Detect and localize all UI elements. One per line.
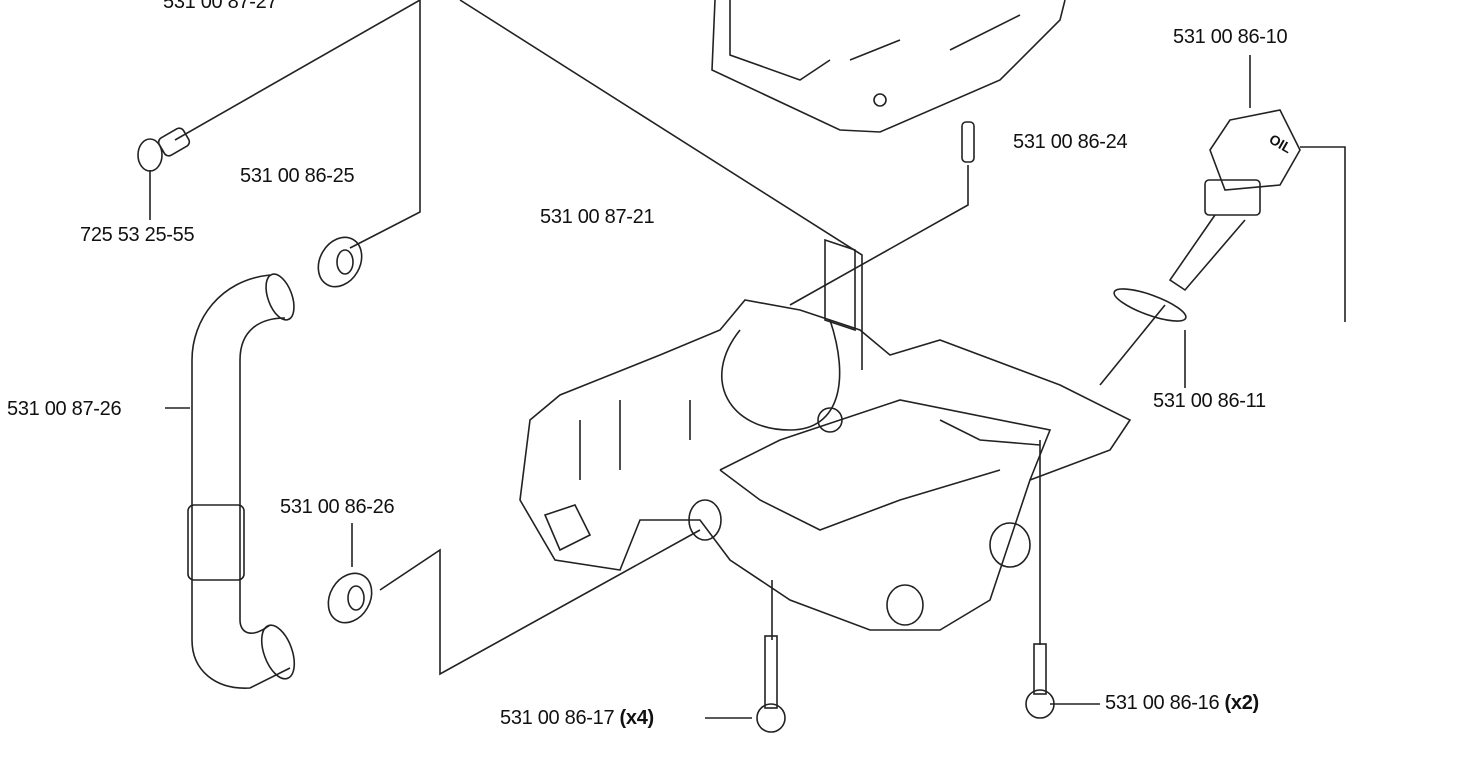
bolt-long bbox=[756, 635, 786, 733]
part-label-531-00-87-21: 531 00 87-21 bbox=[540, 206, 655, 228]
cylinder-part bbox=[711, 0, 1066, 133]
leader-lines bbox=[149, 0, 1346, 719]
part-label-725-53-25-55: 725 53 25-55 bbox=[80, 224, 195, 246]
bolt-short bbox=[1025, 643, 1055, 719]
part-label-531-00-86-10: 531 00 86-10 bbox=[1173, 26, 1288, 48]
oil-marking: OIL bbox=[1267, 131, 1296, 157]
quantity: (x4) bbox=[619, 707, 655, 729]
pin-icon bbox=[961, 121, 975, 163]
part-label-531-00-87-26: 531 00 87-26 bbox=[7, 398, 122, 420]
crankcase bbox=[519, 238, 1132, 631]
gasket-ring bbox=[1113, 288, 1187, 322]
part-label-531-00-86-25: 531 00 86-25 bbox=[240, 165, 355, 187]
oil-hose bbox=[187, 273, 296, 689]
part-label-531-00-86-17: 531 00 86-17 (x4) bbox=[500, 707, 654, 730]
oil-filler-cap bbox=[1168, 109, 1301, 292]
plug-screw bbox=[137, 127, 191, 172]
hose-clamp-lower bbox=[327, 572, 373, 624]
part-number: 531 00 86-17 bbox=[500, 707, 615, 729]
part-label-531-00-86-26: 531 00 86-26 bbox=[280, 496, 395, 518]
part-label-531-00-86-16: 531 00 86-16 (x2) bbox=[1105, 692, 1259, 715]
hose-clamp-upper bbox=[317, 236, 363, 288]
part-label-531-00-86-24: 531 00 86-24 bbox=[1013, 131, 1128, 153]
quantity: (x2) bbox=[1224, 692, 1260, 714]
part-label-531-00-87-27: 531 00 87-27 bbox=[163, 0, 278, 13]
part-label-531-00-86-11: 531 00 86-11 bbox=[1153, 390, 1266, 412]
part-number: 531 00 86-16 bbox=[1105, 692, 1220, 714]
